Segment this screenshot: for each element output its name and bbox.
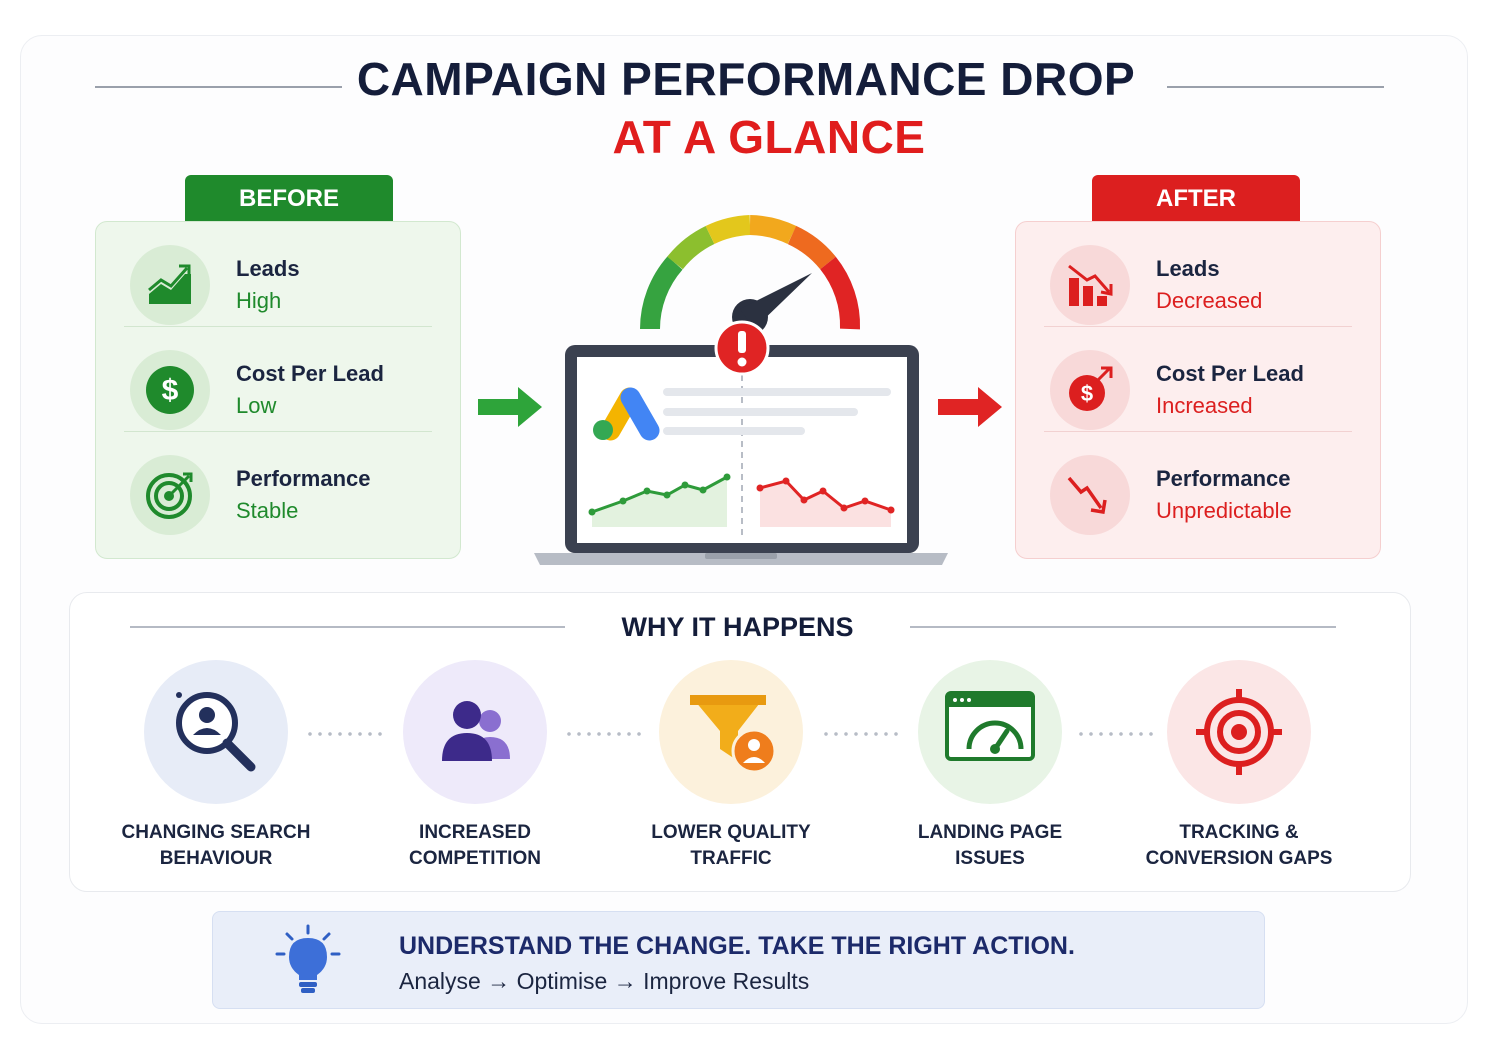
arrow-right-red-icon <box>938 387 1002 427</box>
reason-label: LOWER QUALITY TRAFFIC <box>591 820 871 872</box>
after-metric-leads: Leads Decreased <box>1016 222 1380 327</box>
reason-label: INCREASED COMPETITION <box>335 820 615 872</box>
svg-text:$: $ <box>162 374 179 407</box>
metric-value: Decreased <box>1156 288 1263 313</box>
after-panel: Leads Decreased $ Cost Per Lead Increase… <box>1015 221 1381 559</box>
crosshair-icon <box>1167 660 1311 804</box>
page-subtitle: AT A GLANCE <box>612 111 926 163</box>
reason-line1: INCREASED <box>419 822 531 843</box>
metric-label: Cost Per Lead <box>236 361 384 386</box>
before-tag: BEFORE <box>185 175 393 223</box>
before-panel: Leads High $ Cost Per Lead Low Performan… <box>95 221 461 559</box>
reason-label: CHANGING SEARCH BEHAVIOUR <box>76 820 356 872</box>
reason-line1: CHANGING SEARCH <box>121 822 311 843</box>
connector-dots <box>821 732 901 736</box>
metric-label: Performance <box>1156 466 1291 491</box>
people-icon <box>403 660 547 804</box>
metric-divider <box>124 326 432 327</box>
lightbulb-icon <box>275 924 341 993</box>
cta-headline: UNDERSTAND THE CHANGE. TAKE THE RIGHT AC… <box>399 932 1075 960</box>
connector-dots <box>564 732 644 736</box>
metric-divider <box>124 431 432 432</box>
reason-line2: COMPETITION <box>409 848 541 869</box>
bars-down-icon <box>1050 245 1130 325</box>
metric-value: Stable <box>236 498 299 523</box>
reason-line2: BEHAVIOUR <box>159 848 273 869</box>
before-metric-performance: Performance Stable <box>96 432 460 537</box>
trend-down-icon <box>1050 455 1130 535</box>
page-title: CAMPAIGN PERFORMANCE DROP <box>356 53 1136 105</box>
svg-text:$: $ <box>1081 381 1093 406</box>
title-divider-left <box>95 86 342 88</box>
reason-line1: TRACKING & <box>1179 822 1299 843</box>
after-tag: AFTER <box>1092 175 1300 223</box>
metric-value: High <box>236 288 282 313</box>
metric-value: Increased <box>1156 393 1253 418</box>
reason-line1: LANDING PAGE <box>917 822 1063 843</box>
call-to-action-banner: UNDERSTAND THE CHANGE. TAKE THE RIGHT AC… <box>212 911 1265 1009</box>
funnel-user-icon <box>659 660 803 804</box>
reason-line2: TRAFFIC <box>690 848 772 869</box>
arrow-right-green-icon <box>478 387 542 427</box>
target-icon <box>130 455 210 535</box>
trend-up-icon <box>130 245 210 325</box>
laptop-gauge-illustration <box>534 215 948 565</box>
metric-label: Cost Per Lead <box>1156 361 1304 386</box>
connector-dots <box>305 732 385 736</box>
before-metric-cost-per-lead: $ Cost Per Lead Low <box>96 327 460 432</box>
metric-value: Low <box>236 393 277 418</box>
metric-label: Performance <box>236 466 371 491</box>
metric-divider <box>1044 431 1352 432</box>
reason-line2: CONVERSION GAPS <box>1145 848 1333 869</box>
why-divider-right <box>910 626 1336 628</box>
after-metric-cost-per-lead: $ Cost Per Lead Increased <box>1016 327 1380 432</box>
page-speed-icon <box>918 660 1062 804</box>
reason-label: TRACKING & CONVERSION GAPS <box>1099 820 1379 872</box>
metric-value: Unpredictable <box>1156 498 1292 523</box>
search-user-icon <box>144 660 288 804</box>
why-divider-left <box>130 626 565 628</box>
reason-line2: ISSUES <box>955 848 1025 869</box>
metric-label: Leads <box>1156 256 1220 281</box>
dollar-rising-icon: $ <box>1050 350 1130 430</box>
connector-dots <box>1076 732 1156 736</box>
reason-label: LANDING PAGE ISSUES <box>850 820 1130 872</box>
before-metric-leads: Leads High <box>96 222 460 327</box>
cta-steps: Analyse → Optimise → Improve Results <box>399 968 810 994</box>
why-title: WHY IT HAPPENS <box>621 612 854 642</box>
dollar-coin-icon: $ <box>130 350 210 430</box>
metric-divider <box>1044 326 1352 327</box>
metric-label: Leads <box>236 256 300 281</box>
after-metric-performance: Performance Unpredictable <box>1016 432 1380 537</box>
title-divider-right <box>1167 86 1384 88</box>
reason-line1: LOWER QUALITY <box>651 822 811 843</box>
